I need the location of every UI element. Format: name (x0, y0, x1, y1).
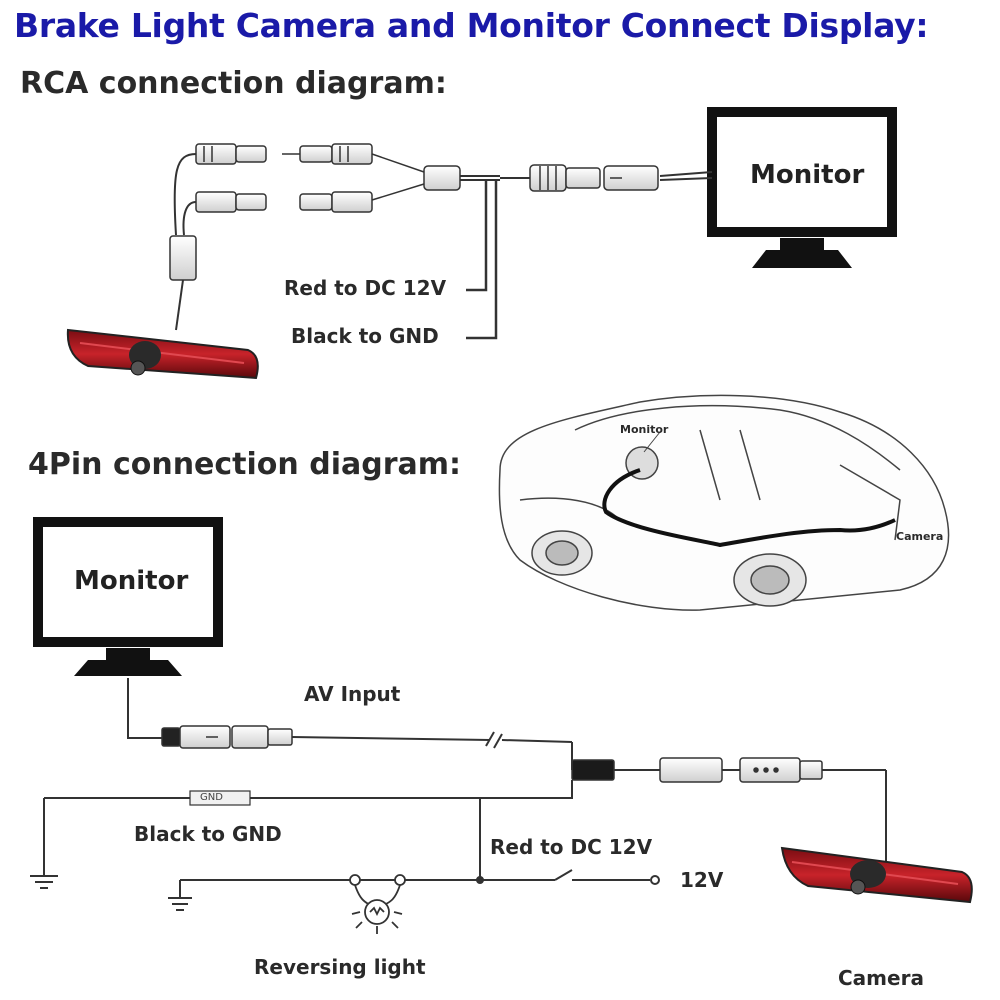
pin4-heading: 4Pin connection diagram: (28, 447, 461, 482)
rca-camera-cable (169, 153, 197, 331)
reversing-light-label: Reversing light (254, 955, 426, 979)
rca-heading: RCA connection diagram: (20, 66, 447, 101)
pin4-brake-light-camera (780, 846, 973, 904)
rca-lower-connectors (195, 191, 373, 213)
rca-black-label: Black to GND (291, 324, 439, 348)
car-monitor-label: Monitor (620, 423, 669, 436)
pin4-red-label: Red to DC 12V (490, 835, 653, 859)
rca-cable (460, 171, 713, 181)
av-input-label: AV Input (304, 682, 401, 706)
pin4-trunk-connectors (571, 757, 823, 783)
rca-red-label: Red to DC 12V (284, 276, 447, 300)
pin4-gnd-lead (30, 780, 573, 889)
rca-monitor (707, 107, 897, 268)
pin4-camera-label: Camera (838, 966, 924, 990)
rca-upper-connectors (195, 143, 373, 165)
rca-power-leads (466, 180, 498, 340)
pin4-black-label: Black to GND (134, 822, 282, 846)
rca-inline-connectors (529, 164, 659, 192)
gnd-tag: GND (200, 792, 223, 803)
pin4-monitor (33, 517, 223, 676)
pin4-av-cable (127, 678, 573, 770)
car-wire-route (602, 468, 896, 548)
rca-splitter (371, 153, 461, 201)
reversing-light-bulb (349, 874, 406, 934)
v12-label: 12V (680, 868, 724, 892)
rca-brake-light-camera (66, 328, 259, 380)
rca-monitor-label: Monitor (750, 160, 865, 190)
pin4-red-lead (168, 798, 660, 911)
pin4-trunk (614, 769, 887, 862)
pin4-monitor-label: Monitor (74, 566, 189, 596)
page-title: Brake Light Camera and Monitor Connect D… (14, 6, 929, 45)
car-illustration (498, 394, 950, 611)
car-camera-label: Camera (896, 530, 944, 543)
pin4-av-connectors (161, 725, 293, 749)
